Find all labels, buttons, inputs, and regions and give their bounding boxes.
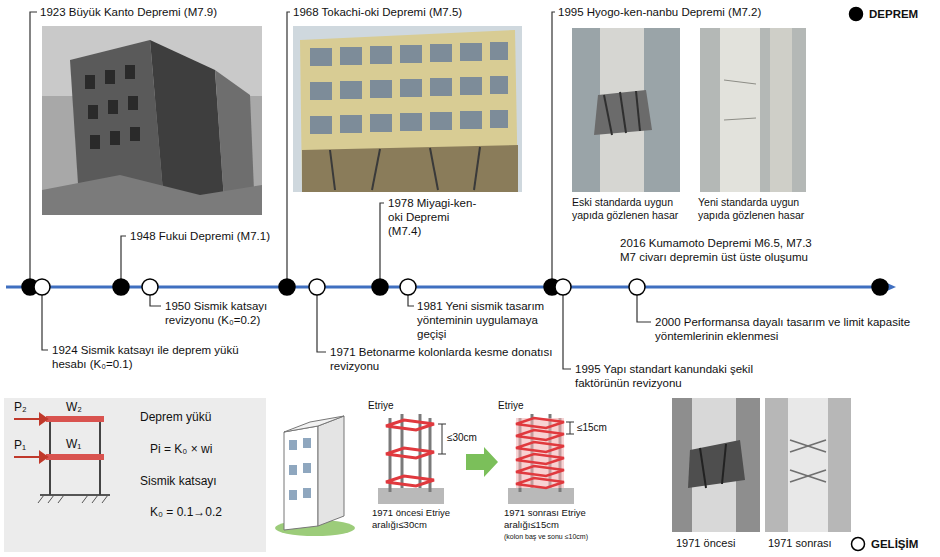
event-label: 1968 Tokachi-oki Depremi (M7.5) [293,5,533,19]
development-label: 1981 Yeni sismik tasarım yönteminin uygu… [417,299,555,341]
photo-kanto [42,26,262,215]
development-label: 1971 Betonarme kolonlarda kesme donatısı… [330,345,555,373]
legend-marker [850,536,866,552]
dimension-label: ≤30cm [447,432,497,444]
photo-column-after [765,398,851,532]
photo-tokachi [293,26,522,192]
stirrup-note: (kolon baş ve sonu ≤10cm) [504,533,664,542]
legend-item: DEPREM [848,6,918,22]
weight-label: W₂ [66,400,96,415]
force-label: P₁ [14,438,44,453]
development-label: 1950 Sismik katsayı revizyonu (K₀=0.2) [165,299,305,327]
weight-label: W₁ [66,437,96,452]
stirrup-caption: 1971 öncesi Etriye aralığı≤30cm [372,507,484,530]
photo-caption: 1971 öncesi [676,537,764,550]
formula-text: Pi = K₀ × wi [150,442,260,457]
formula-text: Deprem yükü [140,410,260,425]
event-label: 1948 Fukui Depremi (M7.1) [130,229,270,243]
legend-item: GELİŞİM [850,536,918,552]
photo-new-column [700,28,806,192]
photo-caption: Eski standarda uygun yapıda gözlenen has… [572,196,684,222]
event-label: 2016 Kumamoto Depremi M6.5, M7.3 M7 civa… [620,236,820,264]
timeline-axis [6,280,896,294]
photo-caption: Yeni standarda uygun yapıda gözlenen has… [698,196,810,222]
dimension-label: ≤15cm [577,422,627,434]
event-label: 1995 Hyogo-ken-nanbu Depremi (M7.2) [558,5,818,19]
photo-column-before [672,398,760,532]
leader-lines [30,12,651,369]
development-label: 1924 Sismik katsayı ile deprem yükü hesa… [52,343,262,371]
force-label: P₂ [14,400,44,415]
stirrup-caption: 1971 sonrası Etriye aralığı≤15cm [504,507,616,530]
legend-text: GELİŞİM [871,538,918,550]
event-label: 1923 Büyük Kanto Depremi (M7.9) [40,5,280,19]
legend-marker [848,6,864,22]
seismic-frame-panel [4,398,266,552]
photo-old-column [572,28,680,192]
legend-text: DEPREM [869,8,918,20]
timeline-markers [22,279,888,295]
development-label: 1995 Yapı standart kanundaki şekil faktö… [575,362,795,390]
photo-caption: 1971 sonrası [768,537,856,550]
stirrup-label: Etriye [368,400,418,412]
development-label: 2000 Performansa dayalı tasarım ve limit… [655,315,933,343]
formula-text: Sismik katsayı [140,474,260,489]
stirrup-label: Etriye [498,400,548,412]
formula-text: K₀ = 0.1→0.2 [150,505,260,520]
event-label: 1978 Miyagi-ken-oki Depremi (M7.4) [388,196,478,238]
